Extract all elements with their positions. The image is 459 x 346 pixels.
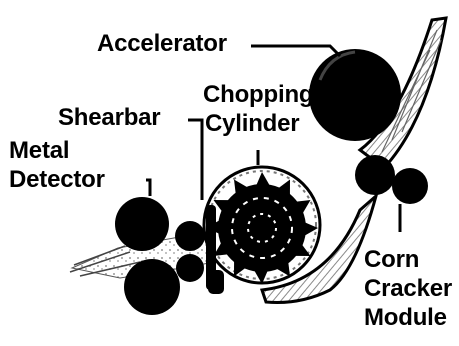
label-shearbar: Shearbar (58, 103, 160, 132)
label-metal-line1: Metal (9, 136, 105, 165)
label-accelerator-text: Accelerator (97, 29, 227, 58)
lower-feed-roll (124, 259, 180, 315)
corn-cracker-roller-upper (355, 155, 395, 195)
metal-detector-roll (115, 197, 169, 251)
label-corn-line3: Module (364, 303, 452, 332)
upper-feed-roll-small (175, 221, 205, 251)
lower-feed-roll-small (176, 254, 204, 282)
leader-accelerator (251, 46, 340, 56)
label-corn-cracker-module: Corn Cracker Module (364, 245, 452, 332)
label-shearbar-text: Shearbar (58, 103, 160, 132)
label-accelerator: Accelerator (97, 29, 227, 58)
leader-metal (146, 180, 150, 196)
shearbar-foot (208, 270, 224, 294)
leader-shearbar (188, 120, 202, 200)
corn-cracker-roller-lower (392, 168, 428, 204)
label-chopping-cylinder: Chopping Cylinder (203, 80, 313, 138)
label-metal-line2: Detector (9, 165, 105, 194)
label-metal-detector: Metal Detector (9, 136, 105, 194)
label-corn-line1: Corn (364, 245, 452, 274)
label-corn-line2: Cracker (364, 274, 452, 303)
accelerator-drum (309, 49, 401, 141)
label-chopping-line1: Chopping (203, 80, 313, 109)
label-chopping-line2: Cylinder (205, 109, 313, 138)
